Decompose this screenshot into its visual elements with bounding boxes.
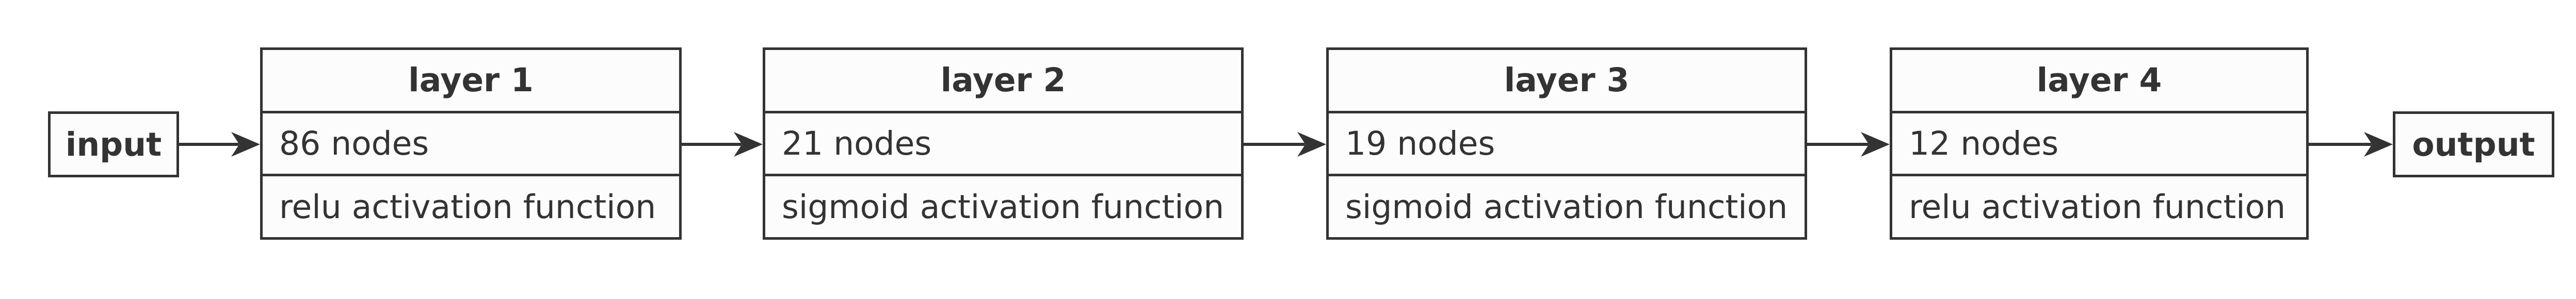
layer-activation-label: relu activation function bbox=[279, 188, 656, 226]
arrow-layer-2-to-layer-3 bbox=[1244, 132, 1326, 157]
layer-4-title: layer 4 bbox=[1892, 50, 2306, 113]
layer-title-label: layer 2 bbox=[940, 61, 1066, 99]
arrow-shaft bbox=[1807, 143, 1869, 146]
layer-1-node: layer 1 86 nodes relu activation functio… bbox=[260, 47, 682, 240]
layer-1-activation-row: relu activation function bbox=[263, 176, 679, 237]
arrow-shaft bbox=[2309, 143, 2372, 146]
layer-3-activation-row: sigmoid activation function bbox=[1329, 176, 1805, 237]
layer-nodes-label: 21 nodes bbox=[782, 125, 932, 162]
layer-1-nodes-row: 86 nodes bbox=[263, 113, 679, 177]
layer-title-label: layer 3 bbox=[1504, 61, 1630, 99]
layer-3-nodes-row: 19 nodes bbox=[1329, 113, 1805, 177]
layer-nodes-label: 19 nodes bbox=[1345, 125, 1495, 162]
layer-activation-label: sigmoid activation function bbox=[782, 188, 1225, 226]
layer-4-node: layer 4 12 nodes relu activation functio… bbox=[1890, 47, 2309, 240]
layer-2-node: layer 2 21 nodes sigmoid activation func… bbox=[763, 47, 1244, 240]
arrow-layer-1-to-layer-2 bbox=[682, 132, 763, 157]
arrow-shaft bbox=[682, 143, 742, 146]
layer-title-label: layer 4 bbox=[2036, 61, 2162, 99]
layer-activation-label: sigmoid activation function bbox=[1345, 188, 1788, 226]
arrow-layer-3-to-layer-4 bbox=[1807, 132, 1890, 157]
layer-4-activation-row: relu activation function bbox=[1892, 176, 2306, 237]
layer-title-label: layer 1 bbox=[408, 61, 534, 99]
layer-2-activation-row: sigmoid activation function bbox=[765, 176, 1241, 237]
layer-2-nodes-row: 21 nodes bbox=[765, 113, 1241, 177]
layer-2-title: layer 2 bbox=[765, 50, 1241, 113]
input-node: input bbox=[48, 111, 179, 177]
layer-nodes-label: 86 nodes bbox=[279, 125, 429, 162]
arrow-input-to-layer-1 bbox=[179, 132, 260, 157]
output-node: output bbox=[2393, 111, 2554, 177]
output-label: output bbox=[2412, 125, 2535, 163]
input-label: input bbox=[65, 125, 162, 163]
layer-4-nodes-row: 12 nodes bbox=[1892, 113, 2306, 177]
arrow-layer-4-to-output bbox=[2309, 132, 2393, 157]
arrow-shaft bbox=[179, 143, 239, 146]
layer-3-node: layer 3 19 nodes sigmoid activation func… bbox=[1326, 47, 1807, 240]
layer-3-title: layer 3 bbox=[1329, 50, 1805, 113]
layer-nodes-label: 12 nodes bbox=[1909, 125, 2059, 162]
layer-activation-label: relu activation function bbox=[1909, 188, 2286, 226]
arrow-shaft bbox=[1244, 143, 1305, 146]
layer-1-title: layer 1 bbox=[263, 50, 679, 113]
